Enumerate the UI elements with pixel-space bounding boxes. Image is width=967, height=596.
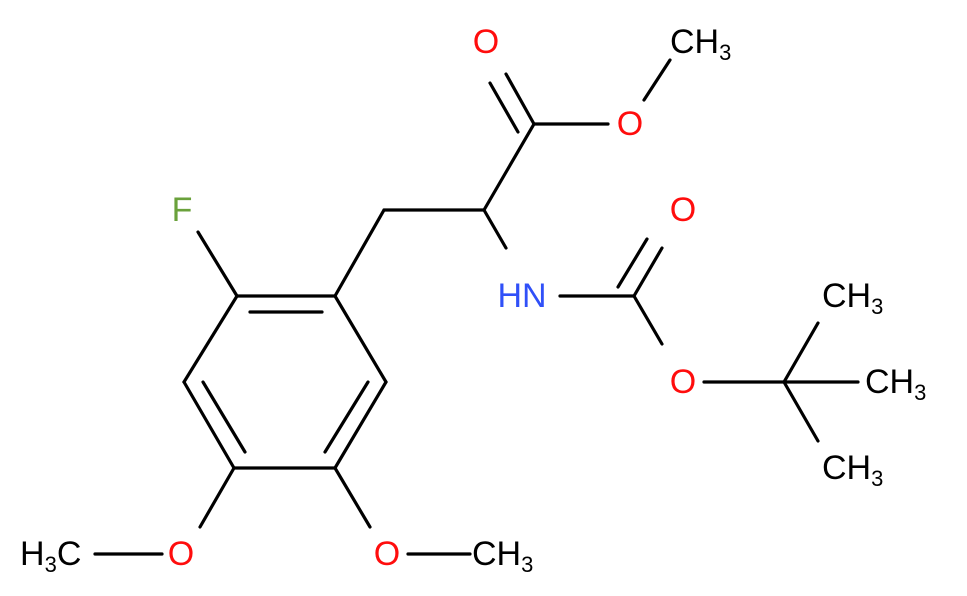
methyl-ester-label: CH3 <box>670 23 731 65</box>
bond-ccarbonyl-o-double-b <box>488 81 520 134</box>
bond-ring-c3-c4 <box>182 380 236 470</box>
methyl-tbu-bottom-label: CH3 <box>822 449 883 491</box>
methyl-tbu-right-label: CH3 <box>865 363 926 405</box>
bond-c2-f <box>196 230 239 298</box>
bond-c5-o-right <box>333 466 372 529</box>
methyl-ester-main: CH <box>670 23 719 61</box>
fluorine-label: F <box>172 191 193 229</box>
bond-c4-o-left <box>198 466 236 529</box>
oxygen-ester-label: O <box>617 105 643 143</box>
oxygen-methoxy-left-label: O <box>168 535 194 573</box>
bond-oester-ch3 <box>642 58 672 102</box>
methyl-ester-sub: 3 <box>719 40 731 65</box>
bond-cboc-o-double-b <box>616 237 649 289</box>
oxygen-carbonyl-ester-label: O <box>473 23 499 61</box>
bond-cq-ch3-bottom <box>782 380 820 443</box>
bond-calpha-n <box>482 208 508 250</box>
bond-c1-ch2 <box>333 208 386 298</box>
bond-ring-c3-c4-inner <box>201 380 247 454</box>
bond-ccarbonyl-o-double-a <box>504 72 536 126</box>
methyl-methoxy-right-label: CH3 <box>472 535 533 577</box>
bond-ring-c2-c3 <box>182 294 239 384</box>
bonds <box>93 58 860 556</box>
atom-labels: O O CH3 F HN O O CH3 CH3 CH3 O H3C O CH3 <box>20 23 926 577</box>
methyl-tbu-top-label: CH3 <box>822 277 883 319</box>
oxygen-methoxy-right-label: O <box>374 535 400 573</box>
methyl-methoxy-left-label: H3C <box>20 535 81 577</box>
bond-ring-c6-c1 <box>333 294 388 384</box>
bond-cboc-o-double-a <box>632 246 664 298</box>
amine-nh-label: HN <box>497 277 546 315</box>
oxygen-boc-label: O <box>670 363 696 401</box>
bond-cq-ch3-top <box>782 321 820 384</box>
bond-ring-c5-c6-inner <box>323 380 370 454</box>
bond-cboc-oboc <box>632 294 664 346</box>
bond-calpha-ccarbonyl <box>482 122 536 212</box>
oxygen-carbonyl-boc-label: O <box>670 191 696 229</box>
bond-ring-c5-c6 <box>333 380 388 470</box>
